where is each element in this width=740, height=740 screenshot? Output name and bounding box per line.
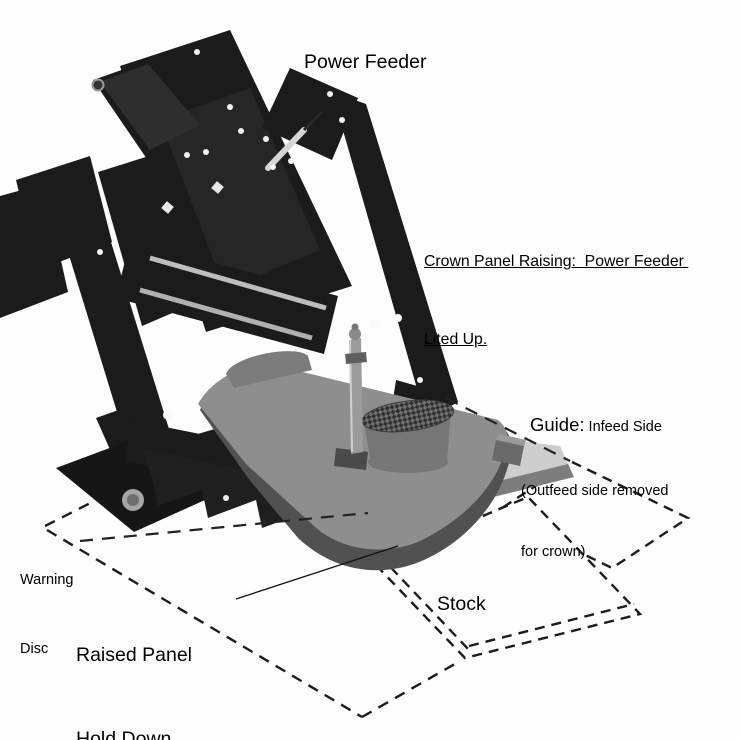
crown-note-line1: Crown Panel Raising: Power Feeder (424, 253, 689, 270)
serrated-bracket (142, 448, 356, 545)
warning-line1: Warning (20, 572, 74, 588)
stock-panel-rear (493, 460, 691, 570)
guide-note-line3: for crown) (521, 544, 586, 560)
stock-label: Stock (437, 593, 486, 615)
screw-dot (339, 117, 345, 123)
stock-bevel-bottom (468, 602, 635, 648)
raised-panel-leader-line (235, 545, 399, 600)
table-edge-front-left (46, 528, 363, 719)
guide-note-line2: (Outfeed side removed (521, 482, 669, 499)
guide-clamp-top (496, 434, 526, 446)
motor-bolt (91, 78, 105, 92)
table-outline (44, 484, 461, 719)
raised-line1: Raised Panel (76, 644, 192, 666)
screw-dot (288, 158, 294, 164)
handle-rod (265, 127, 307, 171)
square-nut (211, 181, 224, 194)
guide-note: Guide: Infeed Side (Outfeed side removed… (521, 374, 669, 604)
hidden-edges (79, 397, 571, 543)
screw-dot (223, 495, 229, 501)
cylinder-bottom (368, 451, 448, 473)
raised-panel-label: Raised Panel Hold Down (76, 585, 192, 740)
feeder-frame (0, 30, 458, 545)
frame-details (91, 49, 423, 511)
pin-knob (349, 328, 361, 340)
plate-shade (160, 88, 320, 290)
warning-disc-label: Warning Disc (20, 523, 73, 707)
crossbar-highlight-bottom (139, 287, 313, 341)
raised-line2: Hold Down (76, 728, 172, 740)
screw-dot (194, 49, 200, 55)
right-leg (332, 92, 458, 420)
stock-bevel-left (378, 554, 471, 652)
hidden-table-edge (79, 511, 369, 543)
table-edge-back-left (44, 484, 125, 528)
leg-hole (394, 314, 402, 322)
raised-panel-hold-down (198, 323, 526, 571)
handle-shaft (302, 110, 324, 132)
screw-dot (238, 128, 244, 134)
screw-dot (203, 149, 209, 155)
crossbar (116, 240, 338, 354)
leg-hole (370, 320, 380, 330)
hidden-stock-edge (445, 397, 571, 462)
pin-collar (345, 352, 367, 364)
figure-title: Power Feeder (304, 51, 427, 73)
guide-note-line1: Guide: Infeed Side (530, 414, 669, 438)
table-edge-front-right (361, 659, 461, 719)
pin-tip (351, 323, 359, 331)
warning-line2: Disc (20, 641, 49, 657)
power-feeder-machine (0, 30, 574, 571)
guide-clamp (492, 440, 524, 466)
crown-note: Crown Panel Raising: Power Feeder Lited … (424, 197, 688, 405)
screw-dot (97, 249, 103, 255)
motor-shade (100, 64, 200, 150)
left-outer-arm (0, 184, 68, 318)
screw-dot (263, 136, 269, 142)
screw-dot (184, 152, 190, 158)
right-top-plate (262, 68, 358, 160)
crown-note-line2: Lited Up. (424, 331, 488, 348)
screw-dot (417, 377, 423, 383)
foot-bolt-inner (127, 494, 139, 506)
guide-subheading: Infeed Side (584, 419, 662, 435)
screw-dot (270, 164, 276, 170)
square-nut (161, 201, 174, 214)
screw-dot (227, 104, 233, 110)
pin-base (334, 448, 368, 470)
guide-heading: Guide: (530, 414, 585, 435)
screw-dot (327, 91, 333, 97)
crossbar-highlight-top (149, 255, 327, 311)
leg-hole (163, 410, 173, 420)
holddown-bump (226, 351, 312, 388)
